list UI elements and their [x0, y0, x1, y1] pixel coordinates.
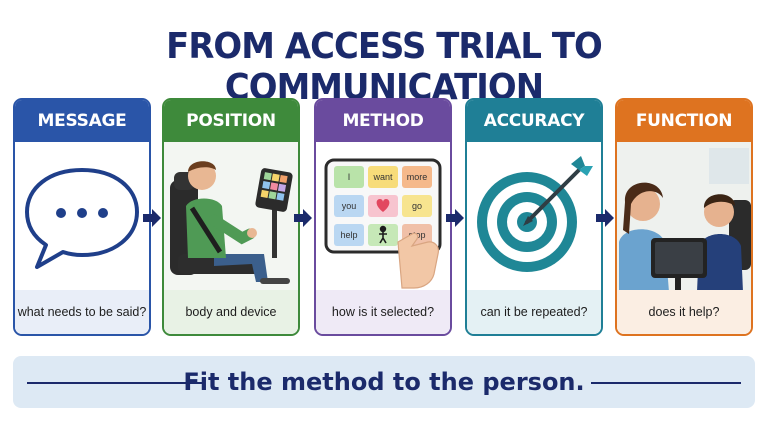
step-heading: METHOD: [316, 100, 450, 142]
page-title: FROM ACCESS TRIAL TO COMMUNICATION: [166, 26, 603, 108]
person-icon: [379, 225, 387, 244]
summary-banner: Fit the method to the person.: [13, 356, 755, 408]
aac-cell-label: help: [340, 230, 357, 240]
step-heading: ACCURACY: [467, 100, 601, 142]
step-card-accuracy: ACCURACY can it be repeated?: [465, 98, 603, 336]
banner-text: Fit the method to the person.: [183, 368, 585, 396]
step-card-position: POSITION: [162, 98, 300, 336]
arrow-right-icon: [446, 209, 464, 227]
heart-icon: [376, 199, 390, 212]
step-caption: how is it selected?: [316, 290, 450, 334]
aac-cell-label: want: [372, 172, 393, 182]
aac-cell-label: you: [342, 201, 357, 211]
aac-tablet-illustration: I want more you go help stop: [316, 142, 450, 292]
arrow-right-icon: [143, 209, 161, 227]
step-caption: body and device: [164, 290, 298, 334]
step-heading: MESSAGE: [15, 100, 149, 142]
step-heading: POSITION: [164, 100, 298, 142]
divider-line: [27, 382, 203, 384]
step-caption: does it help?: [617, 290, 751, 334]
arrow-right-icon: [294, 209, 312, 227]
step-card-message: MESSAGE what needs to be said?: [13, 98, 151, 336]
communication-photo-illustration: [617, 142, 751, 292]
step-heading: FUNCTION: [617, 100, 751, 142]
arrow-right-icon: [596, 209, 614, 227]
step-caption: what needs to be said?: [15, 290, 149, 334]
target-icon: [467, 142, 601, 292]
aac-cell-label: more: [407, 172, 428, 182]
step-caption: can it be repeated?: [467, 290, 601, 334]
speech-bubble-icon: [15, 142, 149, 292]
pointing-hand-icon: [397, 232, 439, 289]
aac-cell-label: go: [412, 201, 422, 211]
divider-line: [591, 382, 741, 384]
wheelchair-user-illustration: [164, 142, 298, 292]
step-card-method: METHOD I want more you go help: [314, 98, 452, 336]
step-card-function: FUNCTION does it help?: [615, 98, 753, 336]
aac-cell-label: I: [348, 172, 351, 182]
